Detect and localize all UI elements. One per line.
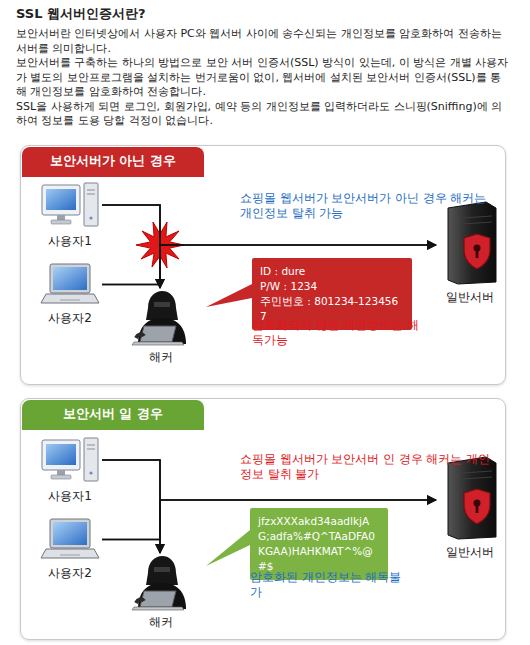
data-callout: jfzxXXXakd34aadlkjAG;adfa%#Q^TAaDFA0KGAA… — [250, 508, 388, 580]
laptop-node: 사용자2 — [40, 262, 100, 327]
hacker-icon — [126, 290, 196, 346]
intro-text: 보안서버란 인터넷상에서 사용자 PC와 웹서버 사이에 송수신되는 개인정보를… — [16, 27, 512, 129]
node-label: 사용자2 — [40, 310, 100, 327]
intro-paragraph: 보안서버란 인터넷상에서 사용자 PC와 웹서버 사이에 송수신되는 개인정보를… — [16, 27, 512, 56]
intro-paragraph: SSL을 사용하게 되면 로그인, 회원가입, 예약 등의 개인정보를 입력하더… — [16, 100, 512, 129]
hacker-node: 해커 — [126, 555, 196, 631]
note-text: 쇼핑몰 웹서버가 보안서버 인 경우 해커는 개인정보 탈취 불가 — [240, 452, 490, 482]
page-title: SSL 웹서버인증서란? — [16, 5, 146, 23]
hacker-node: 해커 — [126, 290, 196, 366]
node-label: 사용자1 — [40, 488, 100, 505]
node-label: 일반서버 — [438, 544, 502, 561]
data-flow-arrow — [102, 205, 160, 288]
node-label: 일반서버 — [438, 289, 502, 306]
server-node: 일반서버 — [438, 200, 502, 306]
laptop-icon — [40, 517, 100, 562]
intro-paragraph: 보안서버를 구축하는 하나의 방법으로 보안 서버 인증서(SSL) 방식이 있… — [16, 56, 512, 100]
node-label: 사용자1 — [40, 233, 100, 250]
server-node: 일반서버 — [438, 455, 502, 561]
data-text: P/W : 1234 — [260, 279, 404, 294]
data-flow-arrow — [102, 460, 160, 553]
note-text: 쇼핑몰 웹서버가 보안서버가 아닌 경우 해커는 개인정보 탈취 가능 — [240, 191, 490, 221]
laptop-node: 사용자2 — [40, 517, 100, 582]
hacker-icon — [126, 555, 196, 611]
pc-icon — [40, 435, 100, 485]
data-text: ID : dure — [260, 264, 404, 279]
server-icon — [438, 200, 502, 286]
node-label: 사용자2 — [40, 565, 100, 582]
laptop-icon — [40, 262, 100, 307]
pc-icon — [40, 180, 100, 230]
case-panel: 보안서버 일 경우사용자1 사용자2 해커 jfzxXXXakd34aadlkjAG;… — [20, 398, 506, 640]
node-label: 해커 — [126, 349, 196, 366]
callout-tail — [206, 530, 250, 566]
case-panel: 보안서버가 아닌 경우사용자1 사용자2 해커 ID : dureP/W : 1234… — [20, 145, 506, 385]
data-flow-arrow — [102, 500, 160, 553]
panel-header: 보안서버가 아닌 경우 — [22, 147, 204, 177]
data-flow-arrow — [102, 245, 160, 288]
note-text: 암호화되지 않은 개인정보는 해독가능 — [252, 318, 427, 348]
server-icon — [438, 455, 502, 541]
callout-tail — [206, 284, 252, 307]
pc-node: 사용자1 — [40, 435, 100, 505]
data-text: jfzxXXXakd34aadlkjAG;adfa%#Q^TAaDFA0KGAA… — [258, 514, 380, 574]
panel-header: 보안서버 일 경우 — [22, 400, 204, 430]
pc-node: 사용자1 — [40, 180, 100, 250]
note-text: 암호화된 개인정보는 해독불가 — [250, 570, 410, 600]
node-label: 해커 — [126, 614, 196, 631]
